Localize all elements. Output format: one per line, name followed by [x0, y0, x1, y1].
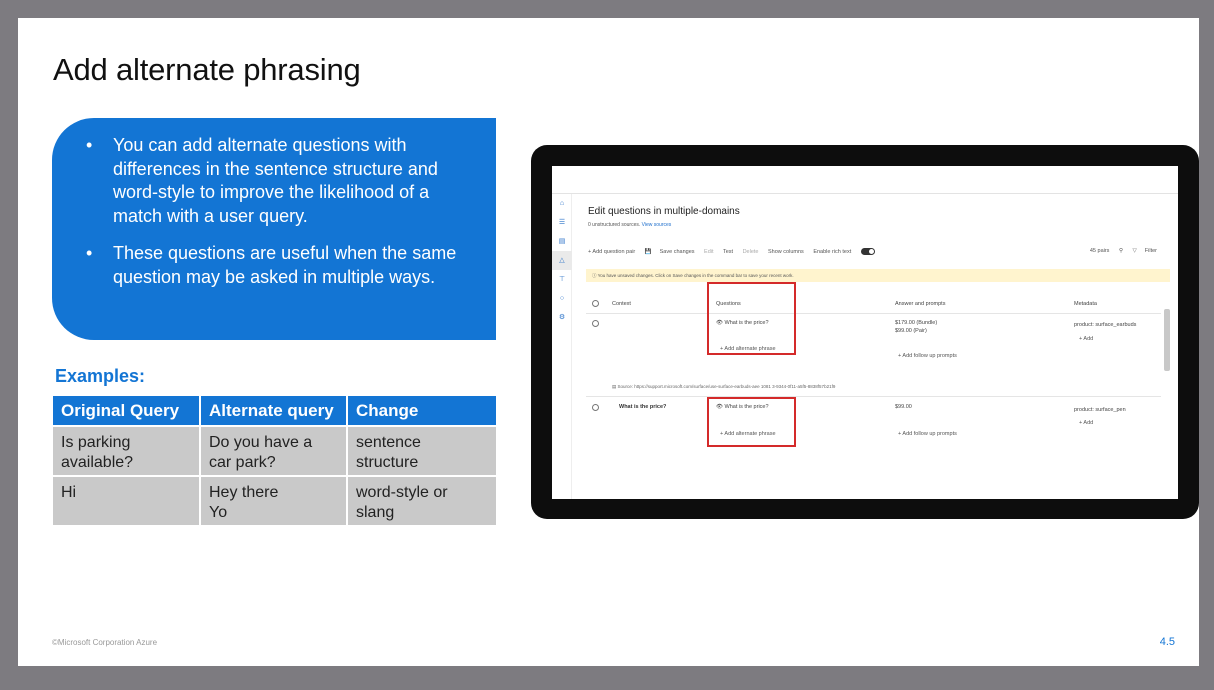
- slide: Add alternate phrasing You can add alter…: [18, 18, 1199, 666]
- page-number: 4.5: [1159, 636, 1175, 648]
- bulb-icon[interactable]: ○: [559, 295, 565, 302]
- add-follow-up-button[interactable]: + Add follow up prompts: [898, 353, 957, 359]
- view-sources-link[interactable]: View sources: [641, 222, 672, 228]
- page-heading: Edit questions in multiple-domains: [588, 206, 740, 217]
- select-all-radio[interactable]: [592, 300, 599, 307]
- delete-button[interactable]: Delete: [742, 248, 759, 255]
- table-cell: Is parking available?: [61, 434, 134, 471]
- question-text[interactable]: 👁 What is the price?: [716, 404, 769, 410]
- pairs-count: 45 pairs: [1089, 248, 1110, 254]
- add-follow-up-button[interactable]: + Add follow up prompts: [898, 431, 957, 437]
- add-alternate-phrase-button[interactable]: + Add alternate phrase: [720, 431, 776, 437]
- column-header: Questions: [716, 301, 741, 307]
- filter-icon: ▽: [1132, 248, 1137, 254]
- highlight-box: [707, 282, 796, 355]
- rich-text-toggle[interactable]: [860, 248, 875, 255]
- highlight-box: [707, 397, 796, 447]
- table-cell: sentence structure: [356, 434, 421, 471]
- question-label: What is the price?: [724, 404, 769, 410]
- answer-line: $99.00 (Pair): [895, 328, 927, 334]
- documents-icon[interactable]: ▤: [558, 238, 566, 245]
- metadata-text: product: surface_pen: [1074, 407, 1126, 413]
- app-screenshot: ⌂ ☰ ▤ △ ⊤ ○ ⚙ Edit questions in multiple…: [552, 166, 1178, 499]
- tablet-frame: ⌂ ☰ ▤ △ ⊤ ○ ⚙ Edit questions in multiple…: [531, 145, 1199, 519]
- rich-text-label: Enable rich text: [813, 248, 852, 255]
- bullet-box: You can add alternate questions with dif…: [52, 118, 496, 340]
- eye-icon: 👁: [716, 320, 723, 326]
- home-icon[interactable]: ⌂: [559, 200, 565, 207]
- answer-line: $179.00 (Bundle): [895, 320, 938, 326]
- table-header: Alternate query: [200, 396, 348, 426]
- nav-rail: ⌂ ☰ ▤ △ ⊤ ○ ⚙: [552, 194, 572, 499]
- app-topbar: [552, 166, 1178, 194]
- table-cell: Hi: [61, 484, 77, 501]
- scrollbar[interactable]: [1164, 309, 1170, 371]
- column-header: Metadata: [1074, 301, 1097, 307]
- slide-title: Add alternate phrasing: [53, 52, 361, 87]
- question-label: What is the price?: [724, 320, 769, 326]
- test-button[interactable]: Test: [722, 248, 734, 255]
- show-columns-button[interactable]: Show columns: [768, 248, 804, 255]
- divider: [586, 396, 1161, 397]
- edit-button[interactable]: Edit: [704, 248, 714, 255]
- source-line: ▤ Source: https://support.microsoft.com/…: [612, 384, 835, 390]
- metadata-text: product: surface_earbuds: [1074, 322, 1137, 328]
- table-cell: word-style or slang: [356, 484, 448, 521]
- unsaved-warning: ⓘ You have unsaved changes. Click on Sav…: [586, 269, 1170, 282]
- sources-info: 0 unstructured sources. View sources: [588, 222, 671, 228]
- divider: [586, 313, 1161, 314]
- row-radio[interactable]: [592, 320, 599, 327]
- save-icon: 💾: [644, 248, 652, 255]
- filter-button[interactable]: Filter: [1144, 248, 1157, 254]
- table-cell: Hey there Yo: [209, 484, 279, 521]
- knowledge-icon[interactable]: △: [552, 251, 572, 270]
- eye-icon: 👁: [716, 404, 723, 410]
- question-text[interactable]: 👁 What is the price?: [716, 320, 769, 326]
- table-row: Is parking available? Do you have a car …: [53, 425, 496, 476]
- answer-line: $99.00: [895, 404, 912, 410]
- row-radio[interactable]: [592, 404, 599, 411]
- table-header: Change: [347, 396, 496, 426]
- deploy-icon[interactable]: ⊤: [558, 276, 566, 283]
- footer-copyright: ©Microsoft Corporation Azure: [52, 638, 158, 647]
- add-question-pair-button[interactable]: + Add question pair: [588, 248, 636, 255]
- bullet-item: These questions are useful when the same…: [86, 242, 474, 289]
- table-header: Original Query: [53, 396, 201, 426]
- source-text: Source: https://support.microsoft.com/su…: [617, 384, 836, 389]
- add-alternate-phrase-button[interactable]: + Add alternate phrase: [720, 346, 776, 352]
- bullet-item: You can add alternate questions with dif…: [86, 134, 474, 228]
- warning-icon: ⓘ: [592, 273, 597, 278]
- sources-text: 0 unstructured sources.: [588, 222, 641, 228]
- column-header: Context: [612, 301, 631, 307]
- column-header: Answer and prompts: [895, 301, 946, 307]
- table-cell: Do you have a car park?: [209, 434, 313, 471]
- examples-table: Original Query Alternate query Change Is…: [53, 396, 496, 525]
- examples-label: Examples:: [55, 366, 146, 386]
- add-metadata-button[interactable]: + Add: [1079, 420, 1094, 426]
- context-text: What is the price?: [619, 404, 667, 410]
- warning-text: You have unsaved changes. Click on Save …: [597, 273, 794, 278]
- table-row: Hi Hey there Yo word-style or slang: [53, 475, 496, 525]
- search-icon[interactable]: ⚲: [1118, 248, 1123, 254]
- add-metadata-button[interactable]: + Add: [1079, 336, 1094, 342]
- save-changes-button[interactable]: Save changes: [659, 248, 695, 255]
- command-bar: + Add question pair 💾 Save changes Edit T…: [588, 248, 1173, 260]
- document-icon: ▤: [612, 384, 617, 389]
- settings-icon[interactable]: ⚙: [558, 314, 566, 321]
- list-icon[interactable]: ☰: [558, 219, 566, 226]
